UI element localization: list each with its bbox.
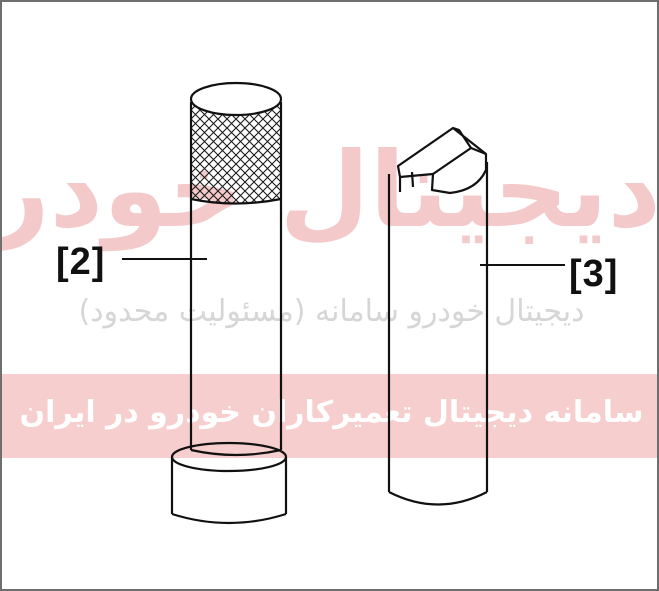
tool-2-callout-label: [2] [56, 241, 106, 283]
tool-2-base-bottom [171, 512, 287, 525]
tool-2-punch [170, 81, 288, 525]
tool-3-pin [387, 126, 489, 506]
tool-2-knurled-grip [189, 102, 283, 205]
tool-3-angled-head [396, 126, 488, 195]
tool-2-base-top [170, 441, 288, 473]
watermark-company-line: دیجیتال خودرو سامانه (مسئولیت محدود) [78, 294, 585, 329]
watermark-band [2, 374, 657, 458]
tool-2-top-cap [189, 81, 283, 117]
tool-3-callout-label: [3] [569, 253, 619, 295]
watermark-logo-text: دیجیتال خودرو [2, 129, 659, 251]
tool-3-shaft-bottom [388, 491, 488, 506]
watermark-band-text: سامانه دیجیتال تعمیرکاران خودرو در ایران [19, 395, 644, 430]
